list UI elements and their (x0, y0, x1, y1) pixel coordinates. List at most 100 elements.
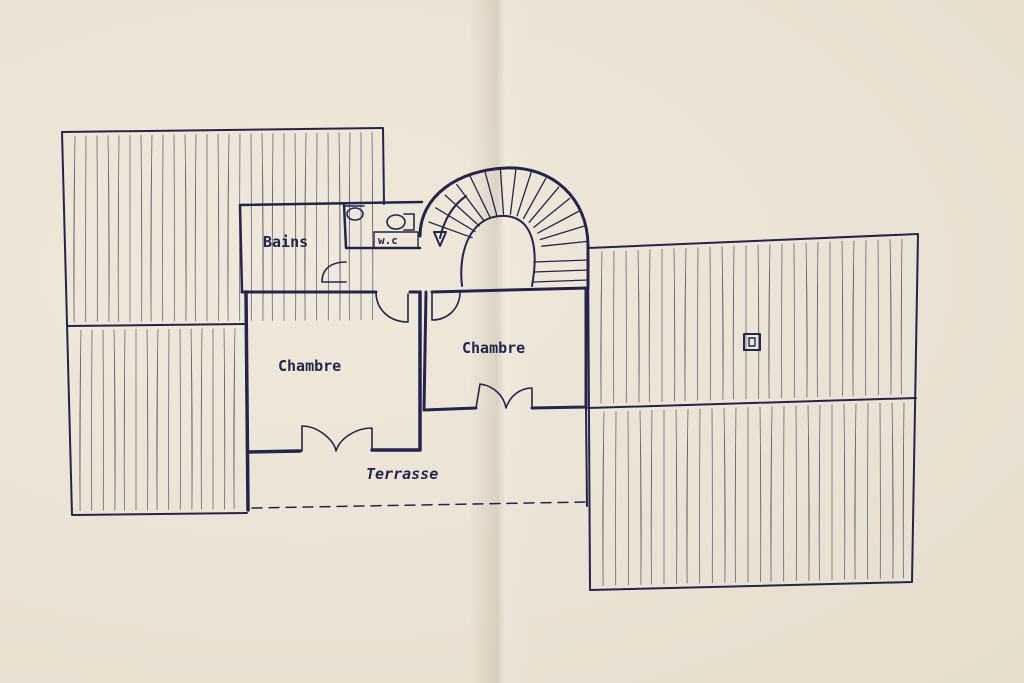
hatch-line (843, 404, 846, 580)
roof-hatching (602, 402, 905, 586)
roof-hatching (79, 328, 236, 511)
stair-tread (499, 167, 505, 215)
hatch-line (734, 407, 737, 583)
stair-tread (533, 259, 589, 263)
hatch-line (686, 409, 689, 584)
hatch-line (902, 402, 905, 579)
stair-tread (539, 225, 586, 241)
hatch-line (294, 133, 297, 321)
hatch-line (194, 134, 197, 322)
hatch-line (770, 406, 773, 582)
hatch-line (73, 135, 76, 322)
hatch-line (371, 132, 374, 321)
hatch-line (757, 244, 760, 399)
hatch-line (123, 329, 126, 511)
stair-tread (469, 175, 491, 219)
roof-hatching (600, 238, 903, 404)
terrasse-dashed-edge (251, 501, 587, 509)
hatch-line (721, 246, 724, 400)
hatch-line (768, 244, 771, 399)
hatch-line (639, 410, 642, 585)
hatch-line (900, 238, 903, 395)
arrow-head-icon (433, 231, 447, 247)
stair-inner-edge (460, 214, 536, 287)
chimney-icon (743, 333, 761, 351)
hatch-line (150, 134, 153, 322)
right-roof (587, 233, 919, 591)
label-bains: Bains (263, 233, 308, 251)
hatch-line (805, 242, 808, 398)
hatch-line (223, 328, 226, 510)
hatch-line (113, 329, 116, 511)
label-wc: w.c (378, 234, 398, 247)
left-roof-outline (61, 127, 385, 516)
hatch-line (271, 133, 274, 321)
hatch-line (854, 403, 857, 580)
stair-tread (444, 194, 480, 227)
hatch-line (184, 134, 187, 322)
hatch-line (637, 249, 640, 403)
hatch-line (217, 134, 220, 322)
walls (238, 200, 590, 512)
stair-tread (484, 170, 498, 216)
terrasse-wall (585, 407, 588, 507)
label-chambre-left: Chambre (278, 357, 341, 375)
hatch-line (140, 135, 143, 322)
chambre-left-door-swing (375, 291, 409, 323)
hatch-line (117, 135, 120, 322)
stair-tread (533, 269, 589, 273)
hatch-line (190, 328, 193, 510)
bathroom-door-swing (321, 261, 347, 283)
stair-tread (522, 177, 547, 220)
label-chambre-right: Chambre (462, 339, 525, 357)
doors (301, 261, 533, 452)
stair-tread (516, 171, 532, 217)
hatch-line (723, 407, 726, 583)
hatch-line (338, 132, 341, 321)
stair-tread (533, 197, 571, 228)
right-roof-outline (587, 233, 919, 591)
hatch-line (684, 247, 687, 402)
hatch-line (852, 240, 855, 396)
stair-tread (509, 167, 517, 215)
hatch-line (227, 133, 230, 321)
label-terrasse: Terrasse (366, 465, 438, 483)
hatch-line (304, 132, 307, 321)
stair-outer-edge (418, 166, 590, 288)
wc-fixtures (344, 205, 415, 231)
toilet-icon (386, 214, 406, 230)
hatch-line (816, 242, 819, 398)
hatch-line (233, 328, 236, 510)
sink-icon (346, 207, 364, 221)
hatch-line (600, 251, 603, 404)
hatch-line (79, 329, 82, 511)
hatch-line (759, 406, 762, 582)
hatch-line (889, 239, 892, 395)
hatch-line (156, 328, 159, 510)
hatch-line (818, 404, 821, 581)
hatch-line (891, 402, 894, 579)
chambre-right-walls (422, 286, 588, 412)
chambre-right-french-doors (475, 383, 533, 409)
stair-tread (541, 240, 589, 247)
stair-steps (428, 167, 589, 283)
hatch-line (807, 405, 810, 581)
hatch-line (348, 132, 351, 321)
corridor-wall (240, 286, 590, 294)
chambre-left-walls (244, 290, 422, 512)
left-roof (61, 127, 385, 516)
hatch-line (602, 411, 605, 586)
stair-tread (428, 221, 473, 239)
hatch-line (841, 241, 844, 397)
roof-hatching (73, 132, 374, 322)
hatch-line (648, 249, 651, 403)
stair-tread (435, 207, 476, 233)
chambre-left-french-doors (301, 425, 373, 452)
stair-tread (528, 186, 560, 224)
hatch-line (261, 133, 264, 321)
hatch-line (673, 248, 676, 402)
stair-tread (533, 279, 589, 283)
stair-direction-arrow (439, 195, 467, 239)
hatch-line (650, 410, 653, 585)
